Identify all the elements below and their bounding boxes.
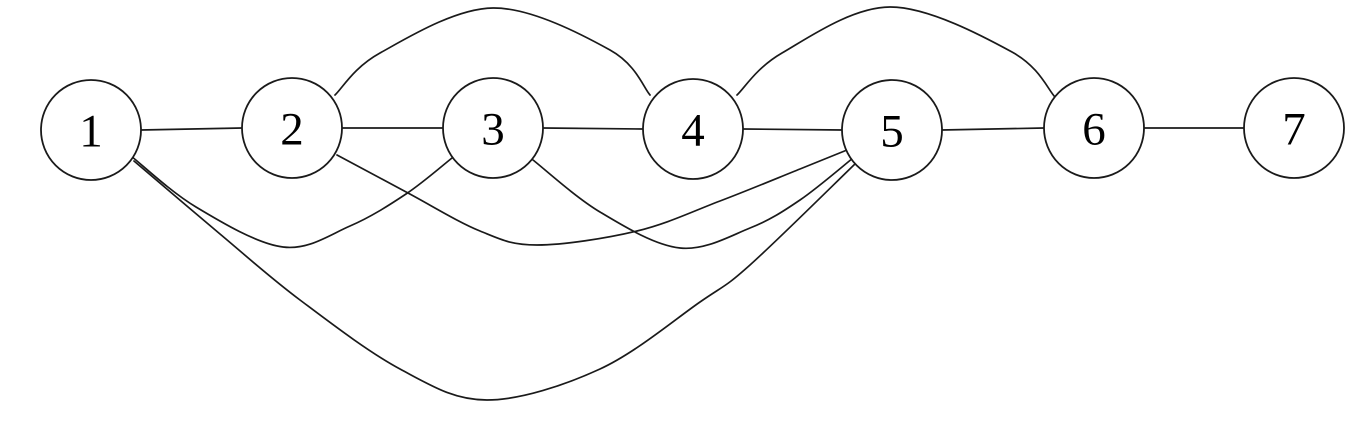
- node-2-label: 2: [280, 104, 304, 156]
- node-6-label: 6: [1082, 104, 1106, 156]
- graph-node-7: 7: [1243, 77, 1345, 179]
- node-5-circle: [841, 79, 943, 181]
- node-1-label: 1: [79, 106, 103, 158]
- graph-node-1: 1: [40, 79, 142, 181]
- edge-4-5: [742, 128, 843, 131]
- edge-2-5: [336, 149, 848, 246]
- node-4-label: 4: [681, 105, 705, 157]
- edge-1-2: [140, 127, 243, 131]
- node-3-circle: [442, 77, 544, 179]
- node-4-circle: [642, 78, 744, 180]
- node-7-circle: [1243, 77, 1345, 179]
- graph-node-4: 4: [642, 78, 744, 180]
- node-3-label: 3: [481, 104, 505, 156]
- node-layer: 1 2 3 4 5 6 7: [40, 77, 1345, 181]
- edge-1-3: [130, 155, 453, 249]
- edge-layer: [130, 6, 1245, 401]
- edge-4-6: [736, 6, 1056, 98]
- edge-2-4: [334, 7, 651, 96]
- edge-1-5: [133, 160, 857, 401]
- graph-node-2: 2: [241, 77, 343, 179]
- node-5-label: 5: [880, 106, 904, 158]
- node-1-circle: [40, 79, 142, 181]
- graph-node-6: 6: [1043, 77, 1145, 179]
- node-2-circle: [241, 77, 343, 179]
- graph-node-3: 3: [442, 77, 544, 179]
- node-7-label: 7: [1282, 104, 1306, 156]
- edge-3-4: [542, 127, 644, 130]
- node-6-circle: [1043, 77, 1145, 179]
- graph-node-5: 5: [841, 79, 943, 181]
- edge-5-6: [941, 127, 1045, 131]
- edge-3-5: [532, 157, 854, 250]
